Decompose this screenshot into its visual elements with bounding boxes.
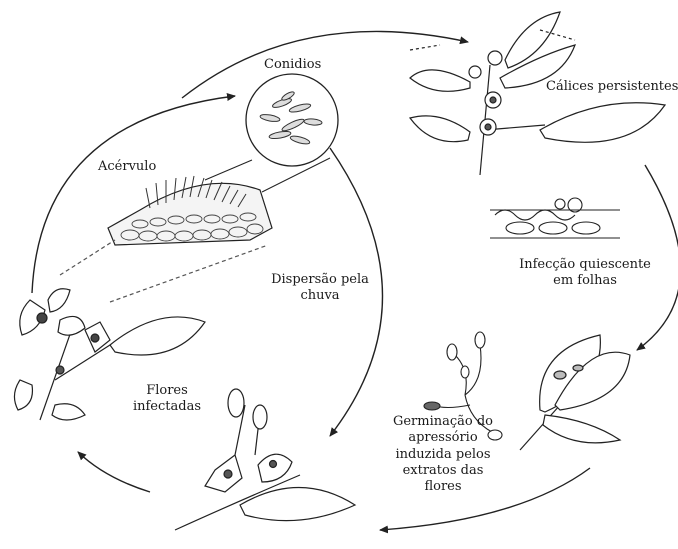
- label-germinacao-line5: flores: [382, 479, 504, 495]
- label-infeccao-line2: em folhas: [505, 273, 665, 289]
- leaf-cluster-illustration: [520, 335, 630, 450]
- label-germinacao-line3: induzida pelos: [382, 447, 504, 463]
- dashed-link-left: [60, 240, 115, 275]
- label-conidios: Conidios: [264, 57, 321, 73]
- label-flores-infectadas: Flores infectadas: [126, 383, 208, 416]
- label-dispersao: Dispersão pela chuva: [266, 272, 374, 305]
- label-germinacao-line4: extratos das: [382, 463, 504, 479]
- label-calices: Cálices persistentes: [546, 79, 678, 95]
- label-germinacao: Germinação do apressório induzida pelos …: [382, 414, 504, 495]
- label-flores-line1: Flores: [126, 383, 208, 399]
- label-dispersao-line2: chuva: [266, 288, 374, 304]
- label-flores-line2: infectadas: [126, 399, 208, 415]
- conidia-magnified-view: [246, 74, 338, 166]
- leaf-tissue-infection-illustration: [490, 198, 620, 238]
- label-dispersao-line1: Dispersão pela: [266, 272, 374, 288]
- label-infeccao: Infecção quiescente em folhas: [505, 257, 665, 290]
- label-infeccao-line1: Infecção quiescente: [505, 257, 665, 273]
- label-germinacao-line1: Germinação do: [382, 414, 504, 430]
- label-germinacao-line2: apressório: [382, 430, 504, 446]
- cycle-arrow-bottom-left: [78, 452, 150, 492]
- label-acervulo: Acérvulo: [98, 159, 156, 175]
- dashed-link-right: [110, 245, 268, 302]
